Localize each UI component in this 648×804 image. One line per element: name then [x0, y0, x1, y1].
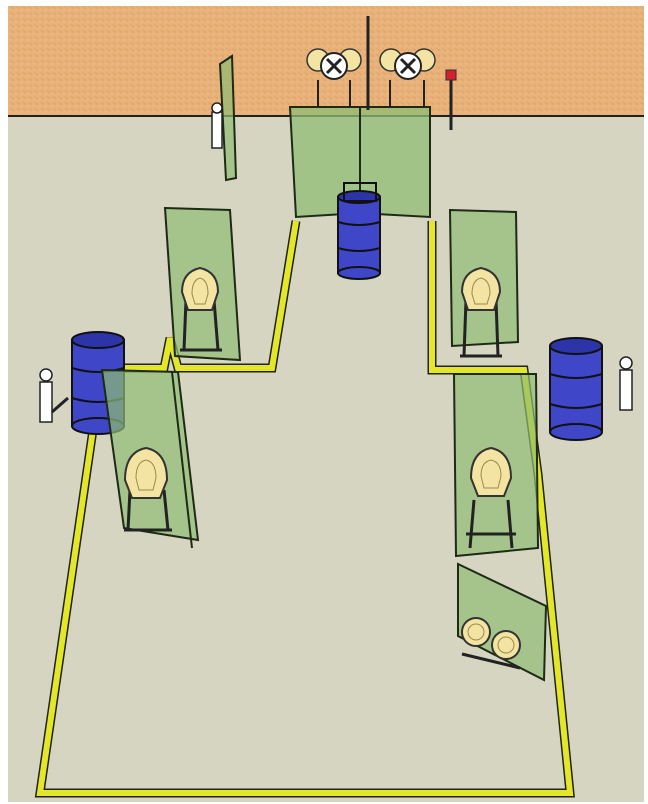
- no-shoot-upper-left: [212, 103, 222, 148]
- barrel-right: [550, 338, 602, 440]
- barrel-center: [338, 191, 380, 279]
- floor: [8, 116, 644, 802]
- no-shoot-right: [620, 357, 632, 410]
